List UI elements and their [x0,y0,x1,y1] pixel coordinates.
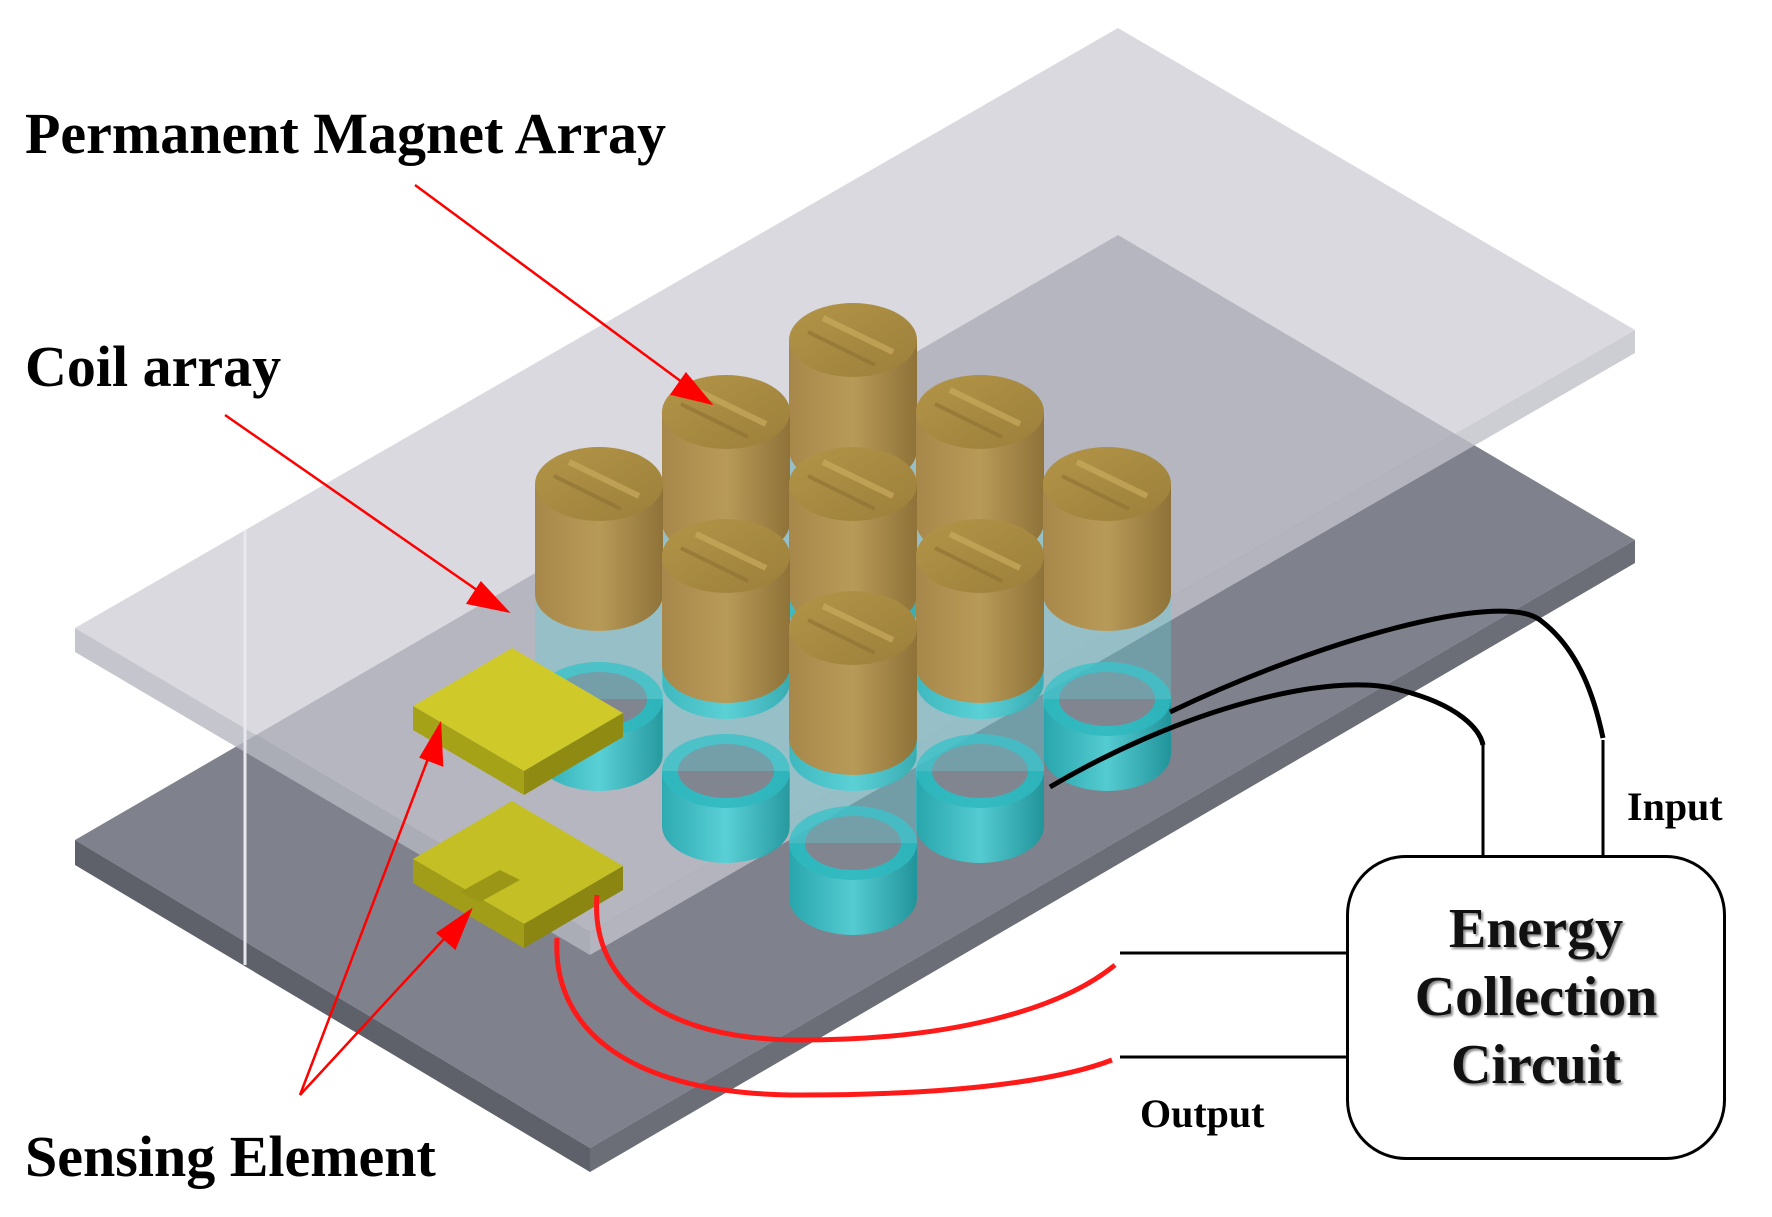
magnet-9 [789,591,917,775]
output-label: Output [1140,1091,1265,1136]
energy-collection-circuit-box [1346,855,1726,1160]
input-leads [1481,740,1605,858]
circuit-line-3: Circuit [1450,1034,1622,1096]
output-wires [554,894,1117,1098]
magnet-1 [789,303,917,487]
input-label: Input [1627,784,1723,829]
magnet-array [535,303,1171,775]
leader-arrows [224,183,714,1096]
sensing-element-label: Sensing Element [25,1124,436,1189]
coil-array-label: Coil array [25,334,282,399]
circuit-line-2: Collection [1414,966,1658,1028]
sensing-element-lower [413,801,623,948]
magnet-5 [789,447,917,631]
energy-collection-circuit-label: Energy Collection Circuit [1346,895,1726,1099]
circuit-line-1: Energy [1448,898,1624,960]
magnet-4 [1043,447,1171,631]
output-leads [1120,951,1346,1059]
magnet-6 [535,447,663,631]
magnet-array-label: Permanent Magnet Array [25,101,667,166]
magnet-8 [662,519,790,703]
magnet-2 [916,375,1044,559]
input-wires [1048,608,1606,790]
magnet-7 [916,519,1044,703]
